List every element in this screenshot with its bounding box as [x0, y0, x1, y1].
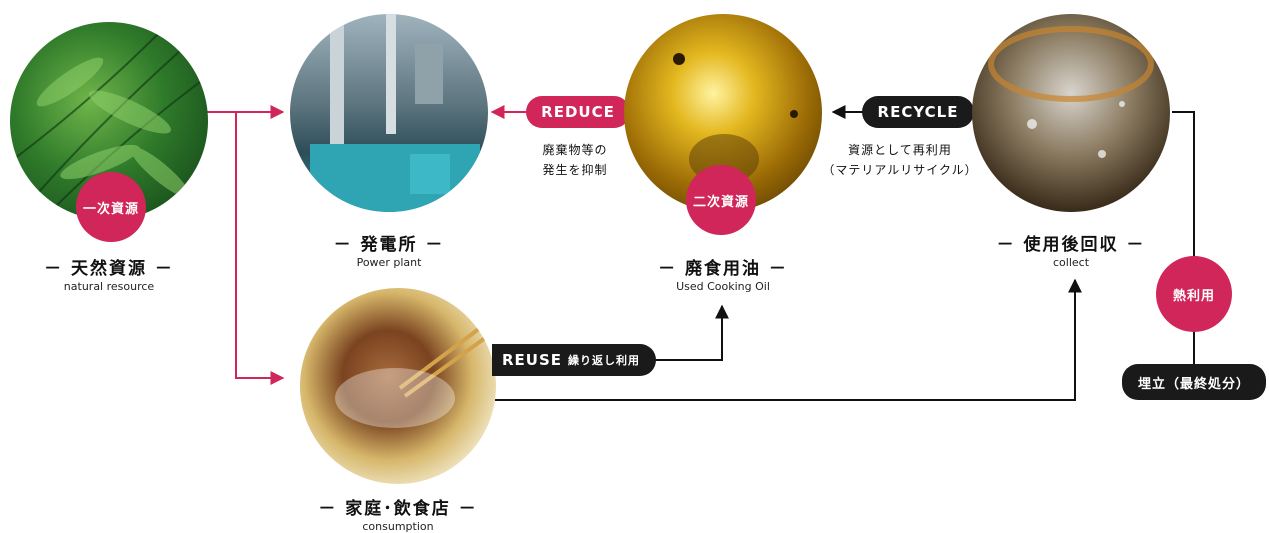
natural-resource-subtitle: natural resource [63, 280, 155, 293]
heat-use-badge: 熱利用 [1156, 256, 1232, 332]
power-plant-title: － 発電所 － [333, 235, 445, 255]
arrow-consumption-to-collect [495, 278, 1082, 401]
collect-image [972, 14, 1170, 212]
container-icon [988, 26, 1154, 158]
consumption-subtitle: consumption [362, 520, 434, 533]
leaf-icon [10, 31, 201, 213]
power-plant-subtitle: Power plant [356, 256, 422, 269]
reduce-note: 廃棄物等の 発生を抑制 [520, 140, 630, 180]
arrow-natural-to-consumption [235, 112, 285, 385]
reuse-label-text: REUSE [502, 351, 563, 369]
arrow-reuse-to-oil [655, 304, 729, 361]
recycle-label: RECYCLE [862, 96, 974, 128]
frying-food-icon [335, 326, 487, 428]
secondary-resource-badge: 二次資源 [686, 165, 756, 235]
primary-resource-badge: 一次資源 [76, 172, 146, 242]
consumption-title: － 家庭･飲食店 － [318, 499, 478, 519]
collect-title: － 使用後回収 － [996, 235, 1146, 255]
consumption-image [300, 288, 496, 484]
recycle-note-line1: 資源として再利用 [848, 143, 952, 157]
reuse-note: 繰り返し利用 [568, 354, 641, 367]
recycle-note: 資源として再利用 （マテリアルリサイクル） [810, 140, 990, 180]
natural-resource-title: － 天然資源 － [44, 259, 174, 279]
recycle-note-line2: （マテリアルリサイクル） [822, 163, 978, 177]
reduce-note-line1: 廃棄物等の [542, 143, 608, 157]
reduce-note-line2: 発生を抑制 [542, 163, 608, 177]
landfill-label: 埋立（最終処分） [1122, 364, 1266, 400]
reduce-label: REDUCE [526, 96, 630, 128]
power-plant-image [290, 14, 488, 212]
collect-subtitle: collect [1052, 256, 1090, 269]
used-cooking-oil-title: － 廃食用油 － [658, 259, 788, 279]
used-cooking-oil-subtitle: Used Cooking Oil [676, 280, 770, 293]
reuse-label: REUSE 繰り返し利用 [492, 344, 656, 376]
factory-icon [310, 14, 480, 212]
